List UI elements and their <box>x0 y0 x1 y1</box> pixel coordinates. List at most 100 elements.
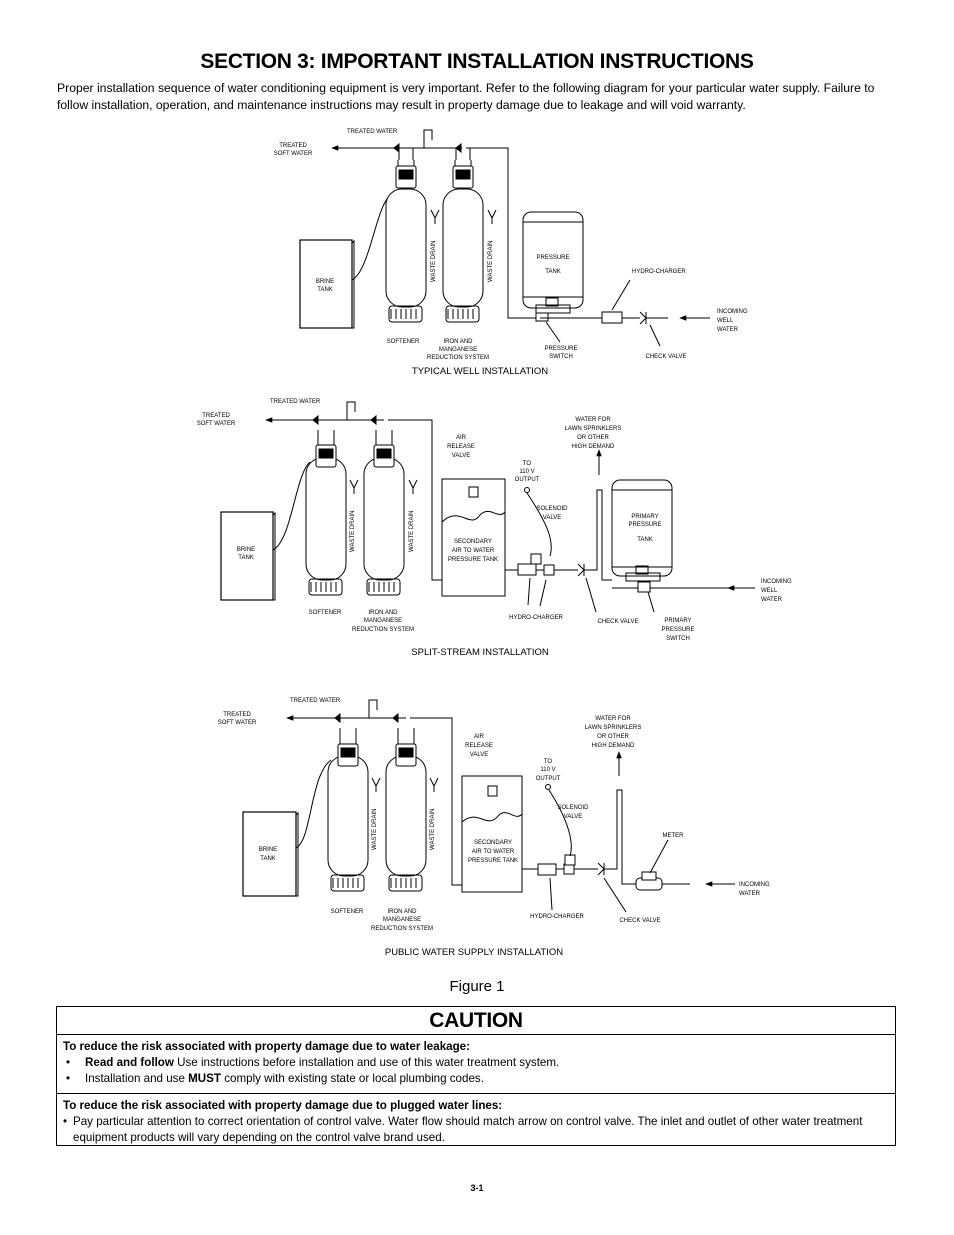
d3-to-1: TO <box>544 759 553 765</box>
d1-incoming-1: INCOMING <box>717 309 748 315</box>
softener-tank <box>305 430 347 596</box>
softener-tank <box>327 728 369 892</box>
d2-incoming-3: WATER <box>761 597 783 603</box>
d3-caption: PUBLIC WATER SUPPLY INSTALLATION <box>385 947 563 958</box>
d2-check-valve: CHECK VALVE <box>597 619 638 625</box>
d3-to-3: OUTPUT <box>536 776 561 782</box>
d3-softener: SOFTENER <box>331 909 364 915</box>
d1-pressure: PRESSURE <box>536 255 569 261</box>
d2-caption: SPLIT-STREAM INSTALLATION <box>411 647 549 658</box>
page-title: SECTION 3: IMPORTANT INSTALLATION INSTRU… <box>200 50 754 73</box>
d2-lawn-4: HIGH DEMAND <box>572 444 615 450</box>
intro-paragraph: Proper installation sequence of water co… <box>57 81 875 112</box>
d3-iron-2: MANGANESE <box>383 917 421 923</box>
d3-treated-water: TREATED WATER <box>290 698 341 704</box>
d1-iron-1: IRON AND <box>443 339 473 345</box>
d3-to-2: 110 V <box>540 767 555 773</box>
public-water-diagram <box>242 699 735 913</box>
iron-reduction-tank <box>442 160 484 323</box>
page-number: 3-1 <box>470 1183 484 1193</box>
d3-lawn-3: OR OTHER <box>597 734 629 740</box>
d3-lawn-1: WATER FOR <box>595 716 631 722</box>
d1-pressure-switch-2: SWITCH <box>549 354 573 360</box>
softener-tank <box>385 160 427 323</box>
d1-incoming-2: WELL <box>717 318 734 324</box>
d3-brine-2: TANK <box>260 856 276 862</box>
caution-bullet-3: Pay particular attention to correct orie… <box>63 1114 889 1146</box>
d1-treated-soft-1: TREATED <box>279 143 307 149</box>
secondary-pressure-tank <box>441 478 506 597</box>
d3-brine-1: BRINE <box>259 847 277 853</box>
d3-meter: METER <box>663 833 685 839</box>
d3-treated-soft-2: SOFT WATER <box>218 720 257 726</box>
caution-section1-title: To reduce the risk associated with prope… <box>63 1040 470 1053</box>
figure-label: Figure 1 <box>449 978 505 995</box>
d3-iron-1: IRON AND <box>387 909 417 915</box>
brine-tank <box>220 511 274 601</box>
d2-ps-1: PRIMARY <box>664 618 691 624</box>
d1-pressure-switch-1: PRESSURE <box>544 346 577 352</box>
d3-hydro-charger: HYDRO-CHARGER <box>530 914 584 920</box>
d3-solenoid-1: SOLENOID <box>557 805 589 811</box>
d3-incoming-1: INCOMING <box>739 882 770 888</box>
d2-iron-1: IRON AND <box>368 610 398 616</box>
caution-box: CAUTION To reduce the risk associated wi… <box>56 1006 896 1146</box>
d2-to-1: TO <box>523 461 532 467</box>
d2-iron-3: REDUCTION SYSTEM <box>352 627 414 633</box>
d1-iron-2: MANGANESE <box>439 347 477 353</box>
d2-brine-2: TANK <box>238 555 254 561</box>
d2-solenoid-2: VALVE <box>543 515 561 521</box>
d3-iron-3: REDUCTION SYSTEM <box>371 926 433 932</box>
d2-lawn-3: OR OTHER <box>577 435 609 441</box>
d1-brine-2: TANK <box>317 287 333 293</box>
d2-brine-1: BRINE <box>237 547 255 553</box>
d2-tank: TANK <box>637 537 653 543</box>
split-stream-diagram <box>220 401 755 613</box>
d2-ps-2: PRESSURE <box>661 627 694 633</box>
caution-bullet-2: Installation and use MUST comply with ex… <box>63 1071 889 1087</box>
d1-brine-1: BRINE <box>316 279 334 285</box>
iron-reduction-tank <box>363 430 405 596</box>
d2-ps-3: SWITCH <box>666 636 690 642</box>
d3-air-2: RELEASE <box>465 743 493 749</box>
d2-treated-soft-2: SOFT WATER <box>197 421 236 427</box>
d3-secondary-2: AIR TO WATER <box>472 849 515 855</box>
caution-bullet-1: Read and follow Use instructions before … <box>63 1055 889 1071</box>
d3-incoming-2: WATER <box>739 891 761 897</box>
d2-waste-drain-1: WASTE DRAIN <box>350 511 356 552</box>
d1-caption: TYPICAL WELL INSTALLATION <box>412 366 548 377</box>
d3-lawn-4: HIGH DEMAND <box>592 743 635 749</box>
d1-hydro-charger: HYDRO-CHARGER <box>632 269 686 275</box>
d2-air-1: AIR <box>456 435 467 441</box>
brine-tank <box>242 811 297 897</box>
d1-treated-water: TREATED WATER <box>347 129 398 135</box>
d2-treated-water: TREATED WATER <box>270 399 321 405</box>
d2-primary-2: PRESSURE <box>628 522 661 528</box>
d3-air-1: AIR <box>474 734 485 740</box>
d1-check-valve: CHECK VALVE <box>645 354 686 360</box>
check-valve-symbol <box>639 311 647 325</box>
hydro-charger <box>517 563 537 576</box>
d2-incoming-1: INCOMING <box>761 579 792 585</box>
d2-iron-2: MANGANESE <box>364 618 402 624</box>
d2-secondary-2: AIR TO WATER <box>452 548 495 554</box>
d3-waste-drain-2: WASTE DRAIN <box>430 809 436 850</box>
iron-reduction-tank <box>385 728 427 892</box>
brine-tank <box>299 239 353 329</box>
installation-diagrams: TREATED WATER TREATED SOFT WATER BRINE T… <box>197 129 792 958</box>
d2-to-3: OUTPUT <box>515 477 540 483</box>
d3-secondary-1: SECONDARY <box>474 840 512 846</box>
hydro-charger <box>537 863 557 876</box>
d2-incoming-2: WELL <box>761 588 778 594</box>
d3-lawn-2: LAWN SPRINKLERS <box>585 725 642 731</box>
pressure-tank <box>522 211 584 314</box>
primary-pressure-tank <box>611 479 673 582</box>
d2-secondary-3: PRESSURE TANK <box>448 557 498 563</box>
d2-hydro-charger: HYDRO-CHARGER <box>509 615 563 621</box>
solenoid-valve <box>530 553 542 565</box>
d2-lawn-1: WATER FOR <box>575 417 611 423</box>
typical-well-diagram <box>299 129 710 347</box>
d1-incoming-3: WATER <box>717 327 739 333</box>
d1-waste-drain-2: WASTE DRAIN <box>488 241 494 282</box>
d2-softener: SOFTENER <box>309 610 342 616</box>
